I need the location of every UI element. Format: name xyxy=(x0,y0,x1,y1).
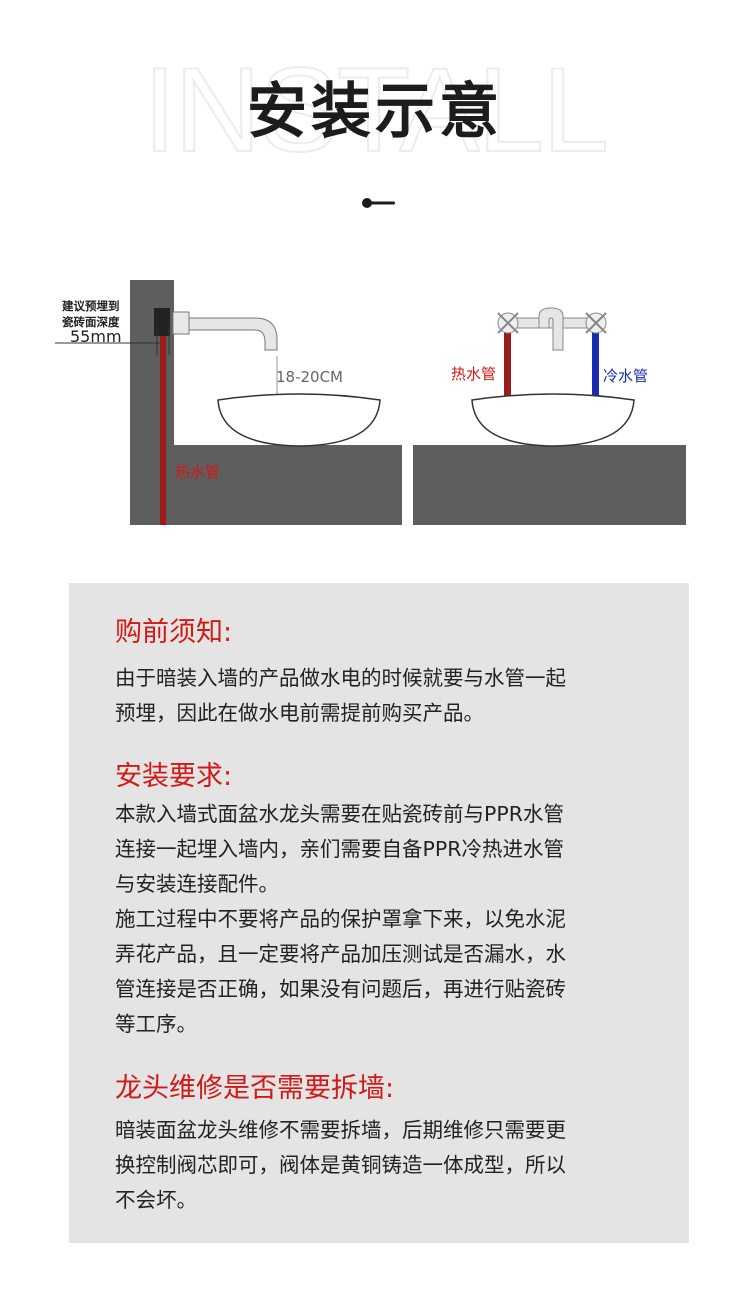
body-line: 由于暗装入墙的产品做水电的时候就要与水管一起 xyxy=(115,666,566,690)
cold-pipe-right xyxy=(592,332,599,400)
right-wall-diagram: 热水管 冷水管 xyxy=(413,307,686,525)
body-line: 弄花产品，且一定要将产品加压测试是否漏水，水 xyxy=(115,942,566,966)
cold-handle xyxy=(585,312,607,334)
depth-value: 55mm xyxy=(70,327,122,346)
faucet-flange xyxy=(172,311,190,335)
body-line: 与安装连接配件。 xyxy=(115,872,279,896)
section-body-repair: 暗装面盆龙头维修不需要拆墙，后期维修只需要更 换控制阀芯即可，阀体是黄铜铸造一体… xyxy=(115,1113,655,1218)
valve-bar xyxy=(509,317,595,329)
body-line: 不会坏。 xyxy=(115,1188,197,1212)
cold-pipe-label-right: 冷水管 xyxy=(603,367,648,385)
depth-note-line2: 瓷砖面深度 xyxy=(62,315,120,329)
background-watermark-word: INSTALL xyxy=(142,43,610,177)
body-line: 本款入墙式面盆水龙头需要在贴瓷砖前与PPR水管 xyxy=(115,802,564,826)
depth-note-line1: 建议预埋到 xyxy=(62,299,120,313)
countertop xyxy=(130,445,402,525)
countertop-right xyxy=(413,445,686,525)
body-line: 换控制阀芯即可，阀体是黄铜铸造一体成型，所以 xyxy=(115,1153,566,1177)
body-line: 管连接是否正确，如果没有问题后，再进行贴瓷砖 xyxy=(115,977,566,1001)
valve-body xyxy=(154,308,170,336)
hero-header: INSTALL 安装示意 xyxy=(0,0,750,240)
center-spout xyxy=(538,307,564,351)
left-wall-diagram: 建议预埋到 瓷砖面深度 55mm 18-20CM 热水管 xyxy=(55,280,402,525)
body-line: 暗装面盆龙头维修不需要拆墙，后期维修只需要更 xyxy=(115,1118,566,1142)
section-body-install: 本款入墙式面盆水龙头需要在贴瓷砖前与PPR水管 连接一起埋入墙内，亲们需要自备P… xyxy=(115,797,655,1042)
hot-pipe xyxy=(160,330,166,525)
hot-pipe-label-right: 热水管 xyxy=(451,365,496,383)
hot-pipe-label-left: 热水管 xyxy=(175,463,220,481)
page-title: 安装示意 xyxy=(247,77,503,147)
basin-right xyxy=(471,393,635,447)
body-line: 预埋，因此在做水电前需提前购买产品。 xyxy=(115,701,484,725)
hot-pipe-right xyxy=(504,332,511,400)
section-title-install: 安装要求: xyxy=(115,761,233,792)
body-line: 等工序。 xyxy=(115,1012,197,1036)
height-label: 18-20CM xyxy=(276,368,343,386)
section-body-prepurchase: 由于暗装入墙的产品做水电的时候就要与水管一起 预埋，因此在做水电前需提前购买产品… xyxy=(115,661,655,731)
faucet-spout xyxy=(188,317,278,351)
section-title-prepurchase: 购前须知: xyxy=(115,617,233,648)
basin xyxy=(217,393,381,447)
hot-handle xyxy=(497,312,519,334)
installation-diagram: 建议预埋到 瓷砖面深度 55mm 18-20CM 热水管 xyxy=(55,280,695,530)
installation-diagram-svg: 建议预埋到 瓷砖面深度 55mm 18-20CM 热水管 xyxy=(55,280,686,525)
body-line: 连接一起埋入墙内，亲们需要自备PPR冷热进水管 xyxy=(115,837,564,861)
section-title-repair: 龙头维修是否需要拆墙: xyxy=(115,1073,395,1104)
title-divider-icon xyxy=(362,198,395,208)
notice-panel: 购前须知: 由于暗装入墙的产品做水电的时候就要与水管一起 预埋，因此在做水电前需… xyxy=(69,583,689,1243)
body-line: 施工过程中不要将产品的保护罩拿下来，以免水泥 xyxy=(115,907,566,931)
